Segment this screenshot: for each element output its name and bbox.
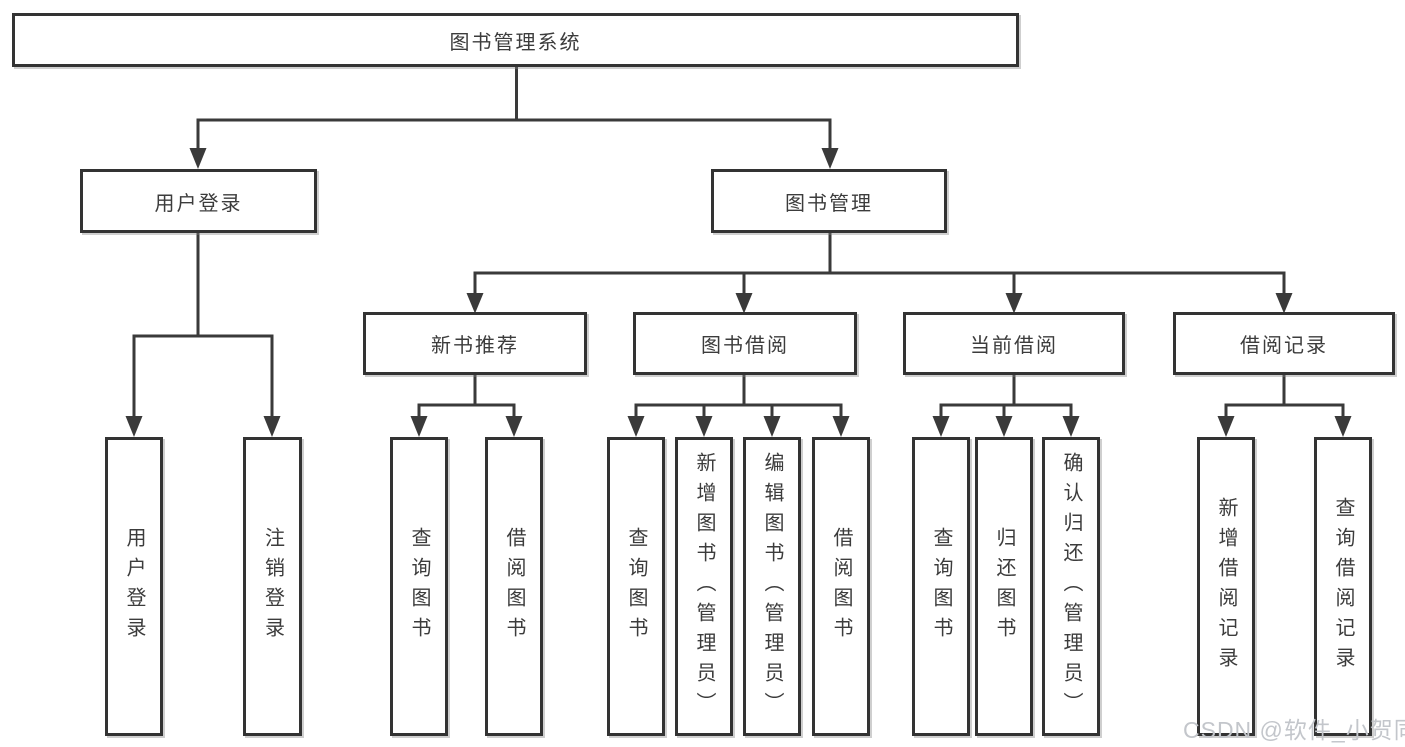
node-book-management: 图书管理 [711,169,947,233]
leaf-logout: 注销登录 [243,437,302,736]
node-label: 用户登录 [154,192,243,215]
node-label: 图书管理系统 [449,31,582,54]
node-label: 查询图书 [408,526,430,647]
leaf-borrowing-edit-books-admin: 编辑图书（管理员） [743,437,801,736]
leaf-recommend-query-books: 查询图书 [390,437,448,736]
leaf-records-add-record: 新增借阅记录 [1197,437,1255,736]
node-user-login: 用户登录 [80,169,317,233]
arrowhead-icon [466,293,484,314]
arrowhead-icon [1275,293,1293,314]
arrowhead-icon [125,416,143,437]
node-label: 借阅记录 [1240,335,1328,357]
watermark: CSDN @软件_小贺同学 [1183,717,1405,743]
arrowhead-icon [189,148,207,169]
node-label: 注销登录 [261,526,284,647]
arrowhead-icon [695,416,713,437]
arrowhead-icon [410,416,428,437]
arrowhead-icon [263,416,281,437]
node-new-book-recommend: 新书推荐 [363,312,587,375]
node-label: 查询图书 [930,526,952,647]
node-label: 查询借阅记录 [1332,496,1354,677]
node-label: 借阅图书 [503,526,525,647]
node-label: 图书借阅 [701,335,789,357]
arrowhead-icon [1005,293,1023,314]
node-label: 借阅图书 [830,526,852,647]
arrowhead-icon [821,148,839,169]
arrowhead-icon [763,416,781,437]
leaf-user-login: 用户登录 [105,437,163,736]
node-borrowing-records: 借阅记录 [1173,312,1395,375]
node-book-borrowing: 图书借阅 [633,312,857,375]
leaf-current-confirm-return-admin: 确认归还（管理员） [1042,437,1100,736]
leaf-borrowing-query-books: 查询图书 [607,437,665,736]
node-label: 编辑图书（管理员） [761,451,783,722]
arrowhead-icon [995,416,1013,437]
arrowhead-icon [505,416,523,437]
node-label: 用户登录 [123,526,145,647]
arrowhead-icon [932,416,950,437]
node-label: 确认归还（管理员） [1060,451,1082,722]
leaf-records-query-record: 查询借阅记录 [1314,437,1372,736]
node-label: 图书管理 [785,192,873,215]
arrowhead-icon [1334,416,1352,437]
node-label: 查询图书 [625,526,647,647]
node-label: 新书推荐 [431,335,519,357]
leaf-borrowing-borrow-books: 借阅图书 [812,437,870,736]
arrowhead-icon [735,293,753,314]
node-label: 归还图书 [993,526,1015,647]
node-label: 新增借阅记录 [1215,496,1237,677]
leaf-current-query-books: 查询图书 [912,437,970,736]
node-label: 当前借阅 [970,335,1058,357]
leaf-current-return-books: 归还图书 [975,437,1033,736]
leaf-recommend-borrow-books: 借阅图书 [485,437,543,736]
arrowhead-icon [627,416,645,437]
arrowhead-icon [1062,416,1080,437]
node-current-borrowing: 当前借阅 [903,312,1125,375]
leaf-borrowing-add-books-admin: 新增图书（管理员） [675,437,733,736]
arrowhead-icon [1217,416,1235,437]
node-label: 新增图书（管理员） [693,451,715,722]
arrowhead-icon [832,416,850,437]
node-root: 图书管理系统 [12,13,1019,67]
